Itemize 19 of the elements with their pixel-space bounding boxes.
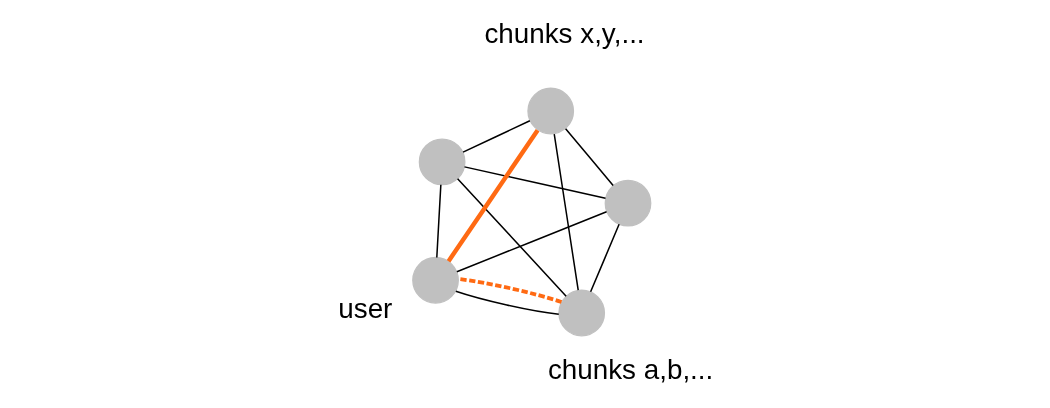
connector bbox=[455, 211, 607, 273]
node-circle bbox=[411, 256, 459, 304]
node-label: chunks x,y,... bbox=[483, 18, 645, 50]
node-circle bbox=[604, 179, 651, 227]
node-circle bbox=[526, 87, 574, 135]
connector bbox=[463, 166, 606, 199]
connector bbox=[435, 183, 442, 259]
connector bbox=[446, 129, 539, 263]
connector bbox=[589, 223, 620, 293]
connector bbox=[553, 133, 579, 291]
node-label: user bbox=[337, 293, 392, 325]
connector bbox=[457, 277, 562, 304]
node-circle bbox=[557, 289, 605, 337]
connector bbox=[454, 290, 560, 316]
connector bbox=[461, 120, 531, 153]
connector bbox=[564, 128, 614, 187]
node-label: chunks a,b,... bbox=[547, 354, 713, 385]
connector bbox=[456, 177, 567, 297]
node-circle bbox=[418, 138, 465, 186]
